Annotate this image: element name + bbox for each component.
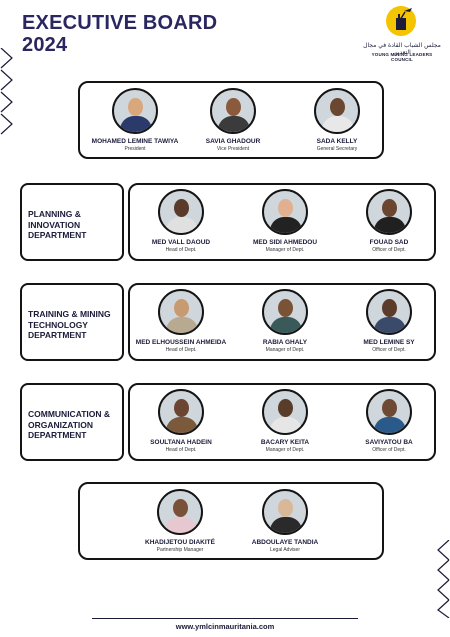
member-role: Legal Adviser (269, 547, 301, 553)
dept-communication-label-box: COMMUNICATION & ORGANIZATION DEPARTMENT (20, 383, 124, 461)
member-name: MED SIDI AHMEDOU (252, 239, 318, 246)
dept-planning-name: PLANNING & INNOVATION DEPARTMENT (28, 209, 87, 240)
member-photo (112, 88, 158, 134)
member-name: FOUAD SAD (369, 239, 409, 246)
member-name: RABIA GHALY (262, 339, 308, 346)
partners-box (78, 482, 384, 560)
website-link[interactable]: www.ymlcinmauritania.com (175, 622, 275, 631)
title-line-2: 2024 (22, 34, 68, 56)
decorative-stripes-right-icon (437, 540, 450, 618)
page-title: EXECUTIVE BOARD 2024 (22, 12, 217, 56)
member-role: General Secretary (316, 146, 358, 152)
member-photo (262, 389, 308, 435)
member-role: Vice President (216, 146, 250, 152)
mining-logo-icon (386, 6, 416, 36)
member-photo (314, 88, 360, 134)
member-photo (262, 189, 308, 235)
member-name: MED VALL DAOUD (151, 239, 211, 246)
dept-planning-label-box: PLANNING & INNOVATION DEPARTMENT (20, 183, 124, 261)
member-name: SAVIYATOU BA (365, 439, 413, 446)
member-name: SADA KELLY (316, 138, 358, 145)
member-photo (210, 88, 256, 134)
member-photo (262, 489, 308, 535)
member-role: Manager of Dept. (265, 347, 305, 353)
member-photo (366, 289, 412, 335)
member-name: SOULTANA HADEIN (150, 439, 212, 446)
member-name: ABDOULAYE TANDIA (251, 539, 319, 546)
dept-communication-name: COMMUNICATION & ORGANIZATION DEPARTMENT (28, 409, 110, 440)
member-role: Head of Dept. (165, 347, 197, 353)
logo-arabic-text: مجلس الشباب القادة في مجال التعدين (363, 42, 441, 56)
title-line-1: EXECUTIVE BOARD (22, 12, 218, 34)
member-role: Officer of Dept. (372, 247, 406, 253)
member-name: BACARY KEITA (260, 439, 310, 446)
member-photo (158, 189, 204, 235)
member-photo (158, 289, 204, 335)
member-photo (157, 489, 203, 535)
member-role: Partnership Manager (156, 547, 204, 553)
member-role: Officer of Dept. (372, 347, 406, 353)
member-name: MED ELHOUSSEIN AHMEIDA (135, 339, 227, 346)
member-photo (158, 389, 204, 435)
member-name: MOHAMED LEMINE TAWIYA (91, 138, 179, 145)
member-name: SAVIA GHADOUR (205, 138, 261, 145)
member-name: MED LEMINE SY (363, 339, 415, 346)
member-photo (366, 389, 412, 435)
member-photo (262, 289, 308, 335)
council-logo: مجلس الشباب القادة في مجال التعدين YOUNG… (360, 6, 444, 62)
member-role: Officer of Dept. (372, 447, 406, 453)
dept-training-label-box: TRAINING & MINING TECHNOLOGY DEPARTMENT (20, 283, 124, 361)
dept-training-name: TRAINING & MINING TECHNOLOGY DEPARTMENT (28, 309, 111, 340)
member-role: Head of Dept. (165, 447, 197, 453)
footer-divider (92, 618, 358, 619)
member-role: Manager of Dept. (265, 247, 305, 253)
member-role: Manager of Dept. (265, 447, 305, 453)
member-name: KHADIJETOU DIAKITÉ (145, 539, 215, 546)
member-photo (366, 189, 412, 235)
logo-english-text: YOUNG MINING LEADERS COUNCIL (371, 52, 433, 62)
member-role: President (124, 146, 146, 152)
decorative-stripes-left-icon (0, 48, 13, 135)
member-role: Head of Dept. (165, 247, 197, 253)
